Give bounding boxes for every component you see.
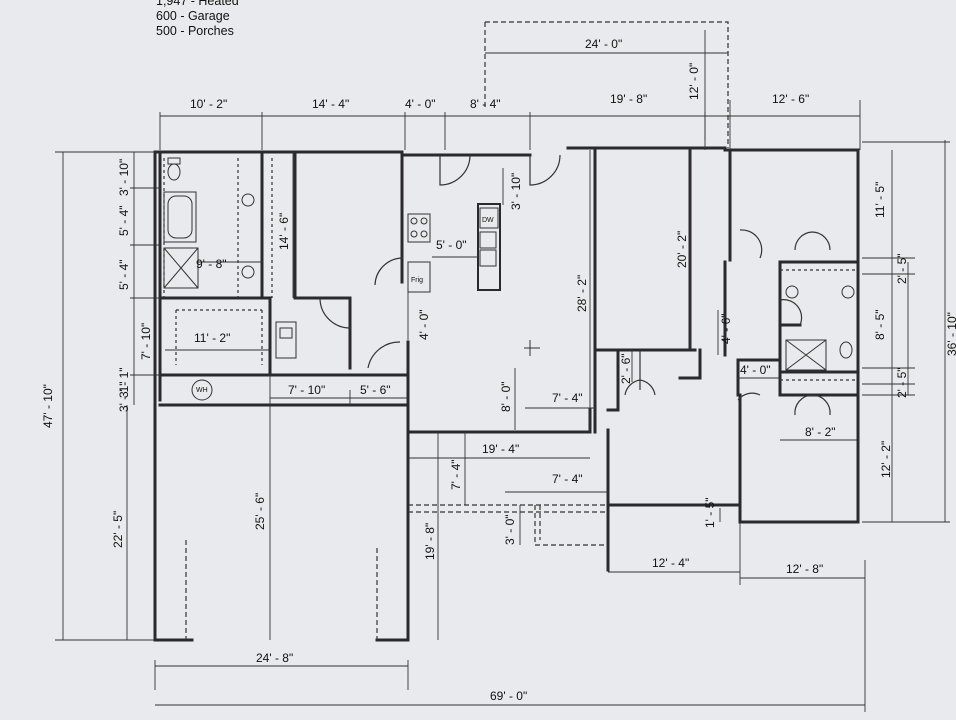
dim-mud-7-10: 7' - 10" <box>288 383 325 397</box>
sink-icon-2 <box>241 265 255 279</box>
toilet-icon <box>167 157 181 165</box>
dim-bed-4-6: 4' - 6" <box>719 313 733 344</box>
dim-garage-24-8: 24' - 8" <box>256 651 293 665</box>
porch-outlines <box>163 21 858 640</box>
dim-closet-2-6: 2' - 6" <box>619 353 633 384</box>
kitchen-sink-icon <box>479 231 497 249</box>
toilet-icon-2 <box>839 341 853 359</box>
dim-porch-7-4b: 7' - 4" <box>449 459 463 490</box>
sink-icon <box>241 193 255 207</box>
dim-right-12-2: 12' - 2" <box>879 441 893 478</box>
dim-top-10-2: 10' - 2" <box>190 97 227 111</box>
fixtures: WH Frig DW <box>163 157 855 401</box>
dim-porch-7-4c: 7' - 4" <box>552 472 583 486</box>
water-heater-icon <box>191 379 213 401</box>
shower-icon <box>163 247 199 289</box>
dim-top-12-6: 12' - 6" <box>772 92 809 106</box>
dim-porch-24-0: 24' - 0" <box>585 37 622 51</box>
dim-left-5-4b: 5' - 4" <box>117 259 131 290</box>
dim-right-2-5a: 2' - 5" <box>895 253 909 284</box>
dim-bottom-12-8: 12' - 8" <box>786 562 823 576</box>
dimension-lines <box>55 30 950 712</box>
dim-left-5-4a: 5' - 4" <box>117 205 131 236</box>
area-heated: 1,947 - Heated <box>156 0 239 8</box>
dishwasher-label: DW <box>482 217 494 224</box>
dim-porch-19-8: 19' - 8" <box>423 523 437 560</box>
dim-kitchen-5-0: 5' - 0" <box>436 238 467 252</box>
dim-dining-7-4a: 7' - 4" <box>552 391 583 405</box>
dim-left-7-10: 7' - 10" <box>139 323 153 360</box>
dim-bottom-12-4: 12' - 4" <box>652 556 689 570</box>
dim-hall-4-0: 4' - 0" <box>417 309 431 340</box>
dim-closet-14-6: 14' - 6" <box>277 213 291 250</box>
dim-left-47-10: 47' - 10" <box>41 384 55 428</box>
door-swings <box>319 154 831 416</box>
area-notes: 1,947 - Heated 600 - Garage 500 - Porche… <box>156 0 239 39</box>
dim-bed-4-0: 4' - 0" <box>740 363 771 377</box>
dim-right-8-5: 8' - 5" <box>873 309 887 340</box>
dim-dining-19-4: 19' - 4" <box>482 442 519 456</box>
dim-porch-12-0: 12' - 0" <box>687 63 701 100</box>
dim-left-3-1a: 3' - 1" <box>117 367 131 398</box>
dim-dining-8-0: 8' - 0" <box>499 381 513 412</box>
area-garage: 600 - Garage <box>156 9 230 23</box>
dim-kitchen-3-10: 3' - 10" <box>509 173 523 210</box>
dim-top-14-4: 14' - 4" <box>312 97 349 111</box>
dimension-labels: 10' - 2" 14' - 4" 4' - 0" 8' - 4" 19' - … <box>41 37 956 703</box>
dim-left-3-1b: 3' - 1" <box>117 381 131 412</box>
dim-living-28-2: 28' - 2" <box>575 275 589 312</box>
dim-top-8-4: 8' - 4" <box>470 97 501 111</box>
dim-living-20-2: 20' - 2" <box>675 231 689 268</box>
dim-left-3-10: 3' - 10" <box>117 159 131 196</box>
dishwasher-icon <box>479 207 499 229</box>
area-porches: 500 - Porches <box>156 24 234 38</box>
sink-icon-3 <box>785 285 799 299</box>
dim-laundry-11-2: 11' - 2" <box>194 331 230 345</box>
shower-icon-2 <box>785 339 827 371</box>
dim-porch-3-0: 3' - 0" <box>503 514 517 545</box>
dim-right-36-10: 36' - 10" <box>945 312 956 356</box>
dim-bed-8-2: 8' - 2" <box>805 425 836 439</box>
dim-top-19-8: 19' - 8" <box>610 92 647 106</box>
range-icon <box>407 213 431 243</box>
water-heater-label: WH <box>196 387 208 394</box>
fridge-label: Frig <box>411 277 423 284</box>
fridge-icon <box>407 261 431 293</box>
dim-top-4-0: 4' - 0" <box>405 97 436 111</box>
sink-icon-4 <box>841 285 855 299</box>
dim-mud-5-6: 5' - 6" <box>360 383 391 397</box>
bathtub-icon <box>163 191 197 243</box>
dim-bath-9-8: 9' - 8" <box>196 257 227 271</box>
dim-right-11-5: 11' - 5" <box>873 182 887 218</box>
dim-overall-69-0: 69' - 0" <box>490 689 527 703</box>
dim-left-22-5: 22' - 5" <box>111 511 125 548</box>
dim-right-2-5b: 2' - 5" <box>895 367 909 398</box>
dim-right-1-5: 1' - 5" <box>703 497 717 528</box>
dim-garage-25-6: 25' - 6" <box>253 493 267 530</box>
washer-icon <box>275 321 297 359</box>
